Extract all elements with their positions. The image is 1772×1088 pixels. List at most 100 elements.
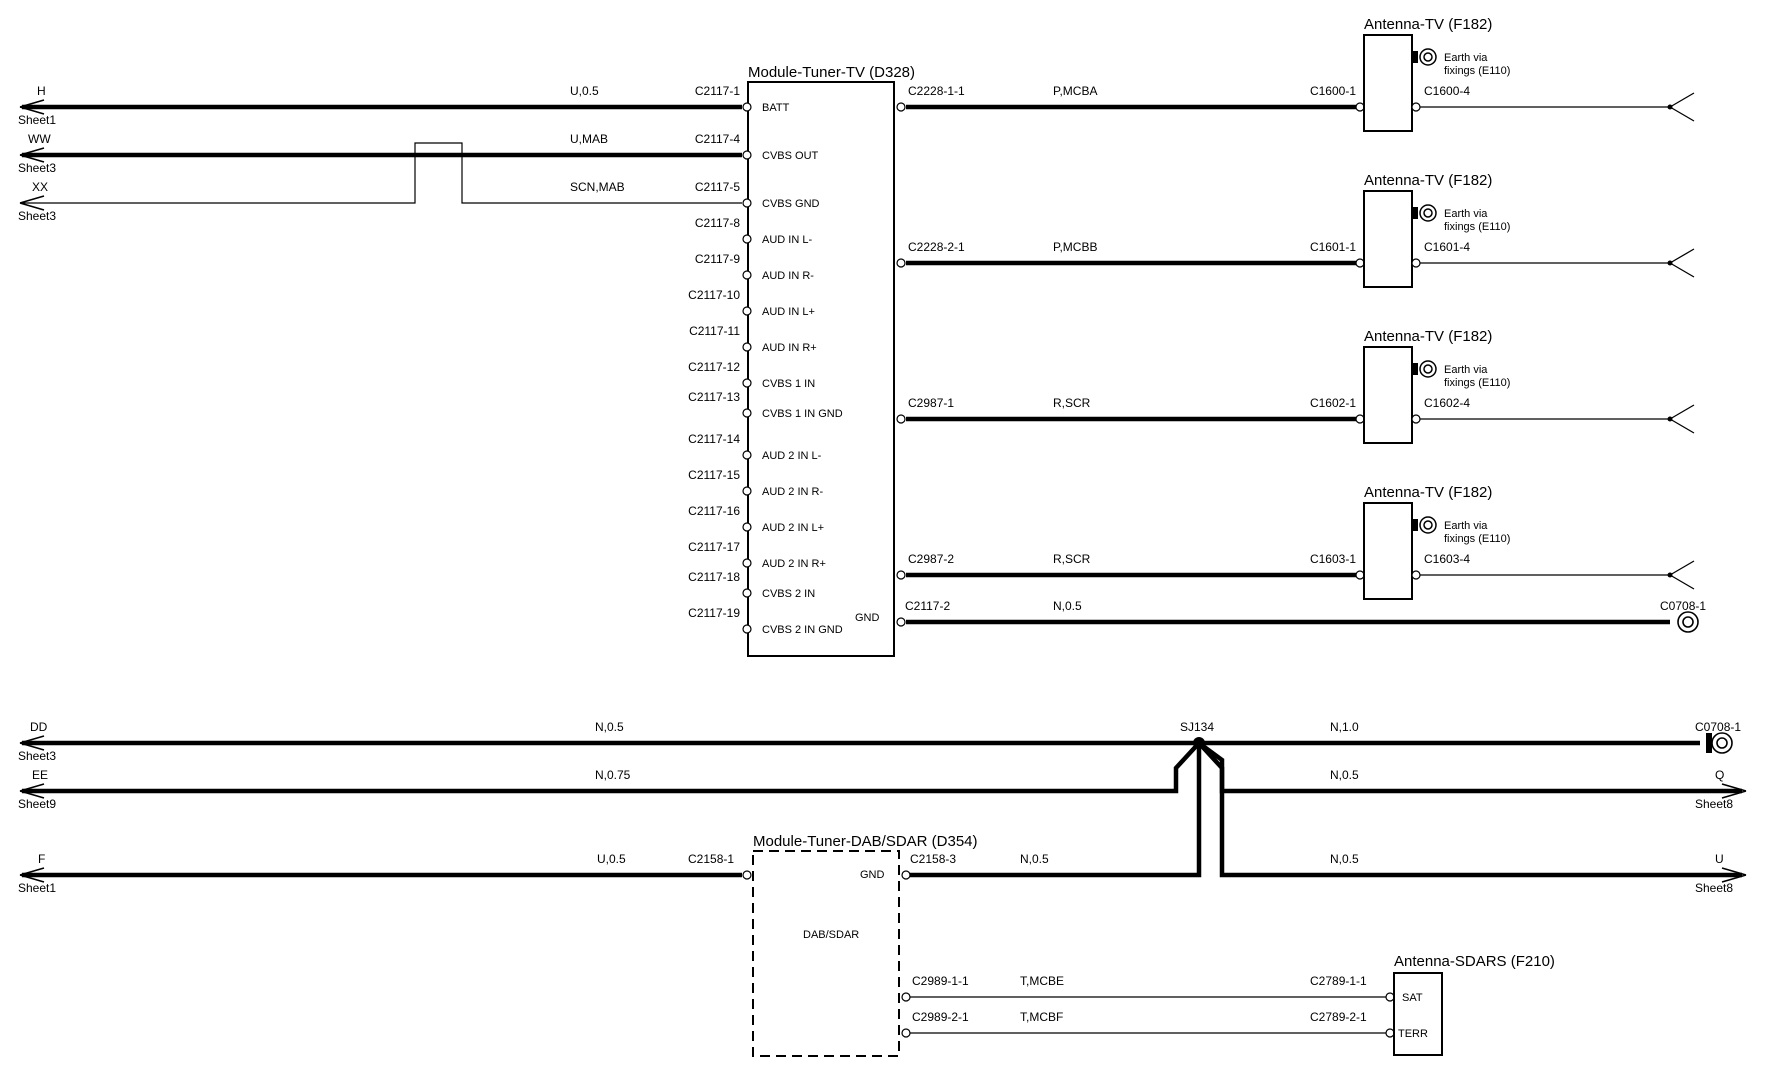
earth-note-1: Earth via bbox=[1444, 208, 1488, 220]
tv-pin-label: CVBS OUT bbox=[762, 150, 819, 162]
tv-pin-conn: C2117-4 bbox=[695, 132, 740, 146]
tv-pin-conn: C2117-18 bbox=[688, 570, 740, 584]
wire-q bbox=[1197, 741, 1742, 794]
tv-pin-label: AUD IN L- bbox=[762, 234, 812, 246]
tv-pin-label: BATT bbox=[762, 102, 790, 114]
sdars-wire-1-pin bbox=[901, 992, 911, 1002]
ground-stud bbox=[1706, 733, 1712, 753]
wire-xx-spec: SCN,MAB bbox=[570, 180, 625, 194]
tv-pin-4 bbox=[742, 234, 752, 244]
feed-antenna-pin bbox=[1355, 258, 1365, 268]
tv-gnd-spec: N,0.5 bbox=[1053, 599, 1082, 613]
wire-ee-sheet: Sheet9 bbox=[18, 797, 56, 811]
wire-ee-spec: N,0.75 bbox=[595, 768, 631, 782]
sdars-wire-2-ant-conn: C2789-2-1 bbox=[1310, 1010, 1367, 1024]
antenna-in-conn: C1602-1 bbox=[1310, 396, 1356, 410]
tv-gnd-pin bbox=[896, 617, 906, 627]
sdars-wire-1-spec: T,MCBE bbox=[1020, 974, 1064, 988]
dab-gnd-spec: N,0.5 bbox=[1020, 852, 1049, 866]
sdars-wire-1-conn: C2989-1-1 bbox=[912, 974, 969, 988]
earth-icon-inner bbox=[1423, 208, 1433, 218]
wire-h-sheet: Sheet1 bbox=[18, 113, 56, 127]
earth-note-1: Earth via bbox=[1444, 520, 1488, 532]
sdars-antenna-box bbox=[1393, 972, 1443, 1056]
antenna-out-conn: C1601-4 bbox=[1424, 240, 1470, 254]
antenna-box bbox=[1363, 34, 1413, 132]
antenna-icon bbox=[1669, 248, 1695, 278]
tv-pin-5 bbox=[742, 270, 752, 280]
antenna-box bbox=[1363, 346, 1413, 444]
feed-antenna-pin bbox=[1355, 414, 1365, 424]
wire-u bbox=[1197, 741, 1742, 878]
feed-module-pin bbox=[896, 258, 906, 268]
sdars-wire-2-ant-pin bbox=[1385, 1028, 1395, 1038]
feed-wire-conn: C2228-1-1 bbox=[908, 84, 965, 98]
earth-note-2: fixings (E110) bbox=[1444, 221, 1510, 233]
dab-module-title: Module-Tuner-DAB/SDAR (D354) bbox=[753, 833, 978, 850]
wire-ww-id: WW bbox=[28, 132, 51, 146]
wire-xx-sheet: Sheet3 bbox=[18, 209, 56, 223]
wire-u-sheet: Sheet8 bbox=[1695, 881, 1733, 895]
wire-q-sheet: Sheet8 bbox=[1695, 797, 1733, 811]
earth-note-1: Earth via bbox=[1444, 364, 1488, 376]
tv-pin-conn: C2117-12 bbox=[688, 360, 740, 374]
feed-module-pin bbox=[896, 570, 906, 580]
antenna-out-pin bbox=[1411, 258, 1421, 268]
sdars-antenna-title: Antenna-SDARS (F210) bbox=[1394, 953, 1555, 970]
wire-ww-spec: U,MAB bbox=[570, 132, 608, 146]
antenna-icon bbox=[1669, 404, 1695, 434]
splice-ground-spec: N,1.0 bbox=[1330, 720, 1359, 734]
tv-pin-label: AUD IN R- bbox=[762, 270, 814, 282]
earth-stud bbox=[1412, 51, 1418, 63]
dab-gnd-conn: C2158-3 bbox=[910, 852, 956, 866]
wire-xx-id: XX bbox=[32, 180, 48, 194]
tv-pin-label: CVBS 1 IN GND bbox=[762, 408, 843, 420]
antenna-out-pin bbox=[1411, 102, 1421, 112]
tv-tuner-module: Module-Tuner-TV (D328) GND C2117-1BATTC2… bbox=[688, 64, 915, 657]
earth-note-2: fixings (E110) bbox=[1444, 65, 1510, 77]
tv-module-box bbox=[747, 81, 895, 657]
wire-dab-gnd bbox=[906, 743, 1202, 878]
tv-pin-label: AUD IN R+ bbox=[762, 342, 817, 354]
antenna-box bbox=[1363, 190, 1413, 288]
wire-f-conn: C2158-1 bbox=[688, 852, 734, 866]
wire-ee-id: EE bbox=[32, 768, 48, 782]
antenna-out-pin bbox=[1411, 570, 1421, 580]
antenna-box bbox=[1363, 502, 1413, 600]
earth-note-1: Earth via bbox=[1444, 52, 1488, 64]
antenna-icon bbox=[1669, 92, 1695, 122]
tv-pin-conn: C2117-15 bbox=[688, 468, 740, 482]
ground-icon-2-inner bbox=[1716, 737, 1728, 749]
earth-icon-inner bbox=[1423, 52, 1433, 62]
wire-f-spec: U,0.5 bbox=[597, 852, 626, 866]
tv-pin-11 bbox=[742, 486, 752, 496]
tv-pin-conn: C2117-5 bbox=[695, 180, 740, 194]
tv-pin-label: CVBS 2 IN GND bbox=[762, 624, 843, 636]
wire-q-spec: N,0.5 bbox=[1330, 768, 1359, 782]
dab-gnd-label: GND bbox=[860, 869, 885, 881]
tv-pin-1 bbox=[742, 102, 752, 112]
tv-pin-conn: C2117-1 bbox=[695, 84, 740, 98]
splice-section: DD Sheet3 N,0.5 N,1.0 C0708-1 SJ134 EE S… bbox=[18, 720, 1747, 895]
wire-dd-sheet: Sheet3 bbox=[18, 749, 56, 763]
antenna-title: Antenna-TV (F182) bbox=[1364, 16, 1492, 33]
ground-icon-inner bbox=[1682, 616, 1694, 628]
tv-pin-15 bbox=[742, 624, 752, 634]
wire-ee bbox=[22, 741, 1201, 794]
splice-name: SJ134 bbox=[1180, 720, 1214, 734]
tv-gnd-conn: C2117-2 bbox=[905, 599, 950, 613]
wire-q-id: Q bbox=[1715, 768, 1724, 782]
feed-antenna-pin bbox=[1355, 570, 1365, 580]
tv-pin-conn: C2117-13 bbox=[688, 390, 740, 404]
feed-wire-spec: R,SCR bbox=[1053, 396, 1091, 410]
splice-node bbox=[1193, 737, 1205, 749]
antenna-out-conn: C1603-4 bbox=[1424, 552, 1470, 566]
feed-antenna-pin bbox=[1355, 102, 1365, 112]
tv-pin-conn: C2117-11 bbox=[689, 324, 740, 338]
antenna-out-conn: C1602-4 bbox=[1424, 396, 1470, 410]
